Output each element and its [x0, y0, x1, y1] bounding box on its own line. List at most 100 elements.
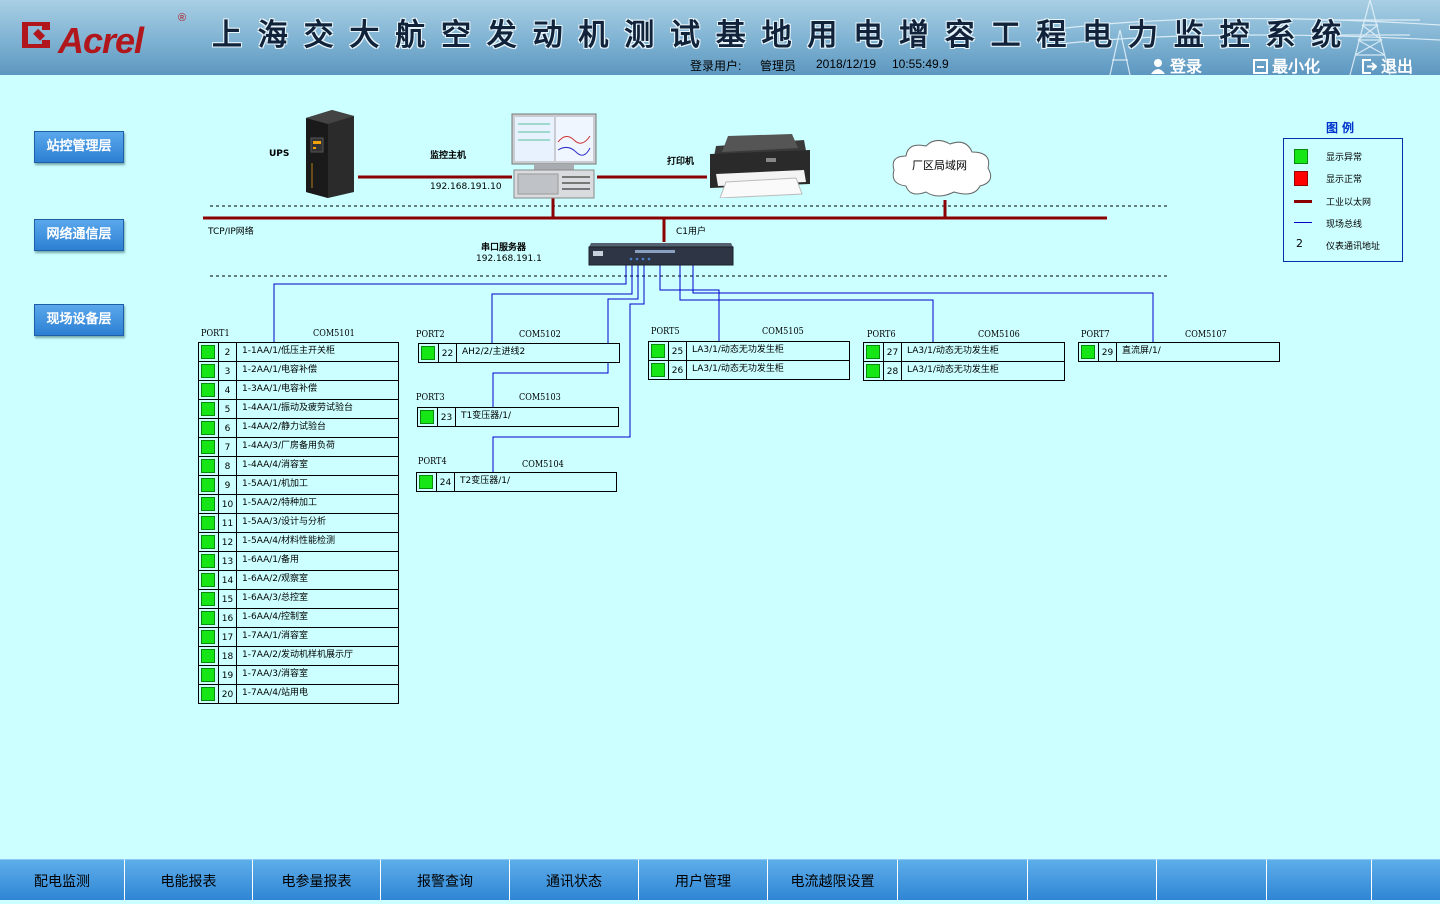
nav-empty-slot-2[interactable]	[1028, 859, 1157, 900]
device-status-indicator	[201, 383, 215, 397]
legend-fieldbus-line	[1294, 222, 1312, 223]
legend-address-sample: 2	[1296, 237, 1303, 250]
device-status-indicator	[201, 630, 215, 644]
monitoring-host-label: 监控主机	[430, 151, 467, 161]
nav-communication-status[interactable]: 通讯状态	[510, 859, 639, 900]
device-name: LA3/1/动态无功发生柜	[692, 345, 784, 355]
nav-current-limit-settings[interactable]: 电流越限设置	[768, 859, 898, 900]
login-button-label: 登录	[1170, 57, 1203, 75]
network-wiring-diagram	[203, 175, 1168, 473]
device-name: 1-5AA/4/材料性能检测	[242, 536, 336, 546]
device-name: 1-1AA/1/低压主开关柜	[242, 346, 336, 356]
device-address: 19	[218, 666, 237, 684]
nav-empty-slot-5[interactable]	[1372, 859, 1440, 900]
acrel-logo: Acrel ®	[18, 12, 188, 61]
device-status-indicator	[201, 497, 215, 511]
device-name: 1-4AA/1/振动及疲劳试验台	[242, 403, 354, 413]
network-layer-button[interactable]: 网络通信层	[34, 219, 124, 251]
device-name: 1-7AA/2/发动机样机展示厅	[242, 650, 354, 660]
device-status-indicator	[651, 363, 665, 377]
nav-empty-slot-1[interactable]	[898, 859, 1028, 900]
app-title: 上海交大航空发动机测试基地用电增容工程电力监控系统	[212, 18, 1357, 53]
device-name: 1-6AA/3/总控室	[242, 593, 309, 603]
minimize-button-label: 最小化	[1272, 57, 1321, 75]
legend-title: 图例	[1326, 121, 1359, 135]
nav-user-management[interactable]: 用户管理	[639, 859, 768, 900]
device-name: LA3/1/动态无功发生柜	[907, 365, 999, 375]
station-layer-button[interactable]: 站控管理层	[34, 131, 124, 163]
nav-empty-slot-4[interactable]	[1267, 859, 1372, 900]
port3-com-label: COM5103	[519, 393, 561, 403]
device-name: 1-5AA/1/机加工	[242, 479, 309, 489]
lan-cloud-icon	[892, 140, 992, 197]
exit-button-label: 退出	[1381, 57, 1414, 75]
device-address: 18	[218, 647, 237, 665]
device-status-indicator	[201, 649, 215, 663]
device-status-indicator	[201, 402, 215, 416]
device-status-indicator	[201, 459, 215, 473]
serial-server-label: 串口服务器	[481, 243, 527, 253]
nav-alarm-query[interactable]: 报警查询	[381, 859, 510, 900]
legend-ethernet-line	[1294, 200, 1312, 203]
exit-button[interactable]: 退出	[1362, 53, 1413, 75]
field-layer-button[interactable]: 现场设备层	[34, 304, 124, 336]
nav-parameter-report[interactable]: 电参量报表	[253, 859, 381, 900]
legend-normal-swatch	[1294, 171, 1308, 186]
nav-empty-slot-3[interactable]	[1157, 859, 1267, 900]
device-name: LA3/1/动态无功发生柜	[907, 346, 999, 356]
monitoring-host-ip: 192.168.191.10	[430, 182, 502, 192]
device-address: 26	[668, 361, 687, 379]
device-row[interactable]: 27 LA3/1/动态无功发生柜	[864, 343, 1064, 362]
device-name: 1-3AA/1/电容补偿	[242, 384, 318, 394]
device-address: 27	[883, 343, 902, 361]
device-name: 1-6AA/4/控制室	[242, 612, 309, 622]
printer-label: 打印机	[667, 157, 695, 167]
device-status-indicator	[201, 554, 215, 568]
login-user-name: 管理员	[760, 59, 797, 73]
device-status-indicator	[201, 668, 215, 682]
exit-icon	[1362, 59, 1378, 74]
device-address: 10	[218, 495, 237, 513]
minimize-button[interactable]: 最小化	[1253, 53, 1320, 75]
ups-label: UPS	[269, 149, 290, 159]
device-address: 12	[218, 533, 237, 551]
device-row[interactable]: 18 1-7AA/2/发动机样机展示厅	[199, 647, 398, 666]
port6-com-label: COM5106	[978, 330, 1020, 340]
device-row[interactable]: 4 1-3AA/1/电容补偿	[199, 381, 398, 400]
nav-power-monitoring[interactable]: 配电监测	[0, 859, 125, 900]
login-button[interactable]: 登录	[1150, 53, 1202, 75]
port2-label: PORT2	[416, 330, 445, 340]
power-pylon-background	[1050, 0, 1440, 75]
nav-energy-report[interactable]: 电能报表	[125, 859, 253, 900]
port3-label: PORT3	[416, 393, 445, 403]
legend-normal-label: 显示正常	[1326, 175, 1363, 185]
device-address: 4	[218, 381, 237, 399]
device-row[interactable]: 12 1-5AA/4/材料性能检测	[199, 533, 398, 552]
